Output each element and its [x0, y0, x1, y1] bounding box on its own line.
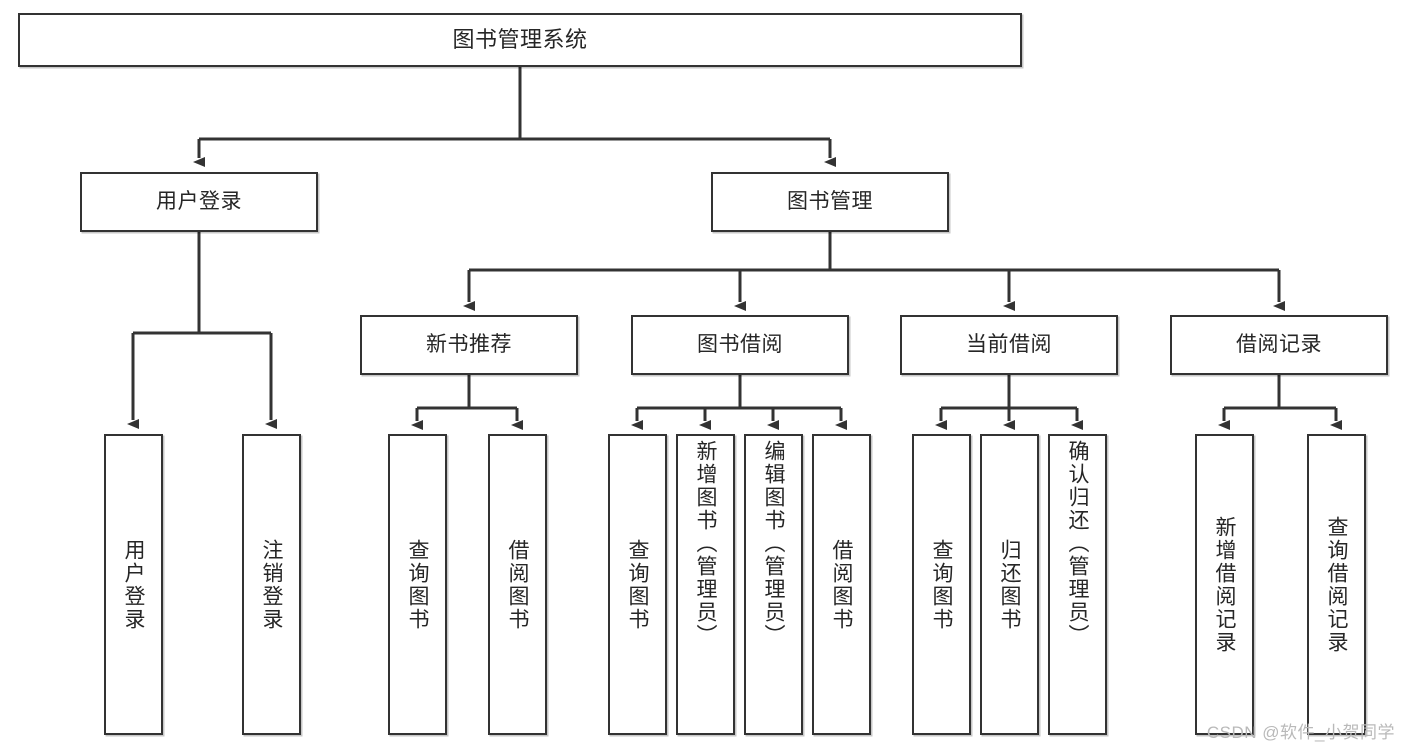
- node-label: 确认归还（管理员）: [1066, 440, 1089, 647]
- node-label: 查询图书: [930, 538, 953, 631]
- node-label: 查询借阅记录: [1325, 515, 1348, 654]
- leaf-user-login[interactable]: 用户登录: [104, 434, 163, 735]
- node-label: 借阅记录: [1236, 332, 1322, 356]
- node-label: 新书推荐: [426, 332, 512, 356]
- node-label: 借阅图书: [506, 538, 529, 631]
- leaf-user-logout[interactable]: 注销登录: [242, 434, 301, 735]
- node-label: 图书借阅: [697, 332, 783, 356]
- node-label: 编辑图书（管理员）: [762, 440, 785, 647]
- leaf-borrow-book-recommend[interactable]: 借阅图书: [488, 434, 547, 735]
- node-label: 查询图书: [406, 538, 429, 631]
- leaf-return-book[interactable]: 归还图书: [980, 434, 1039, 735]
- node-label: 用户登录: [122, 538, 145, 631]
- node-label: 用户登录: [156, 189, 242, 213]
- node-label: 图书管理: [787, 189, 873, 213]
- leaf-query-book-recommend[interactable]: 查询图书: [388, 434, 447, 735]
- node-book-management[interactable]: 图书管理: [711, 172, 949, 232]
- node-label: 归还图书: [998, 538, 1021, 631]
- node-new-book-recommend[interactable]: 新书推荐: [360, 315, 578, 375]
- leaf-query-book-current[interactable]: 查询图书: [912, 434, 971, 735]
- leaf-borrow-book[interactable]: 借阅图书: [812, 434, 871, 735]
- leaf-confirm-return-admin[interactable]: 确认归还（管理员）: [1048, 434, 1107, 735]
- leaf-query-book-borrow[interactable]: 查询图书: [608, 434, 667, 735]
- leaf-query-borrow-record[interactable]: 查询借阅记录: [1307, 434, 1366, 735]
- node-book-borrow[interactable]: 图书借阅: [631, 315, 849, 375]
- node-label: 当前借阅: [966, 332, 1052, 356]
- node-label: 新增借阅记录: [1213, 515, 1236, 654]
- leaf-edit-book-admin[interactable]: 编辑图书（管理员）: [744, 434, 803, 735]
- watermark-text: CSDN @软件_小贺同学: [1206, 723, 1395, 742]
- node-label: 图书管理系统: [452, 27, 588, 53]
- node-label: 查询图书: [626, 538, 649, 631]
- node-label: 借阅图书: [830, 538, 853, 631]
- leaf-add-book-admin[interactable]: 新增图书（管理员）: [676, 434, 735, 735]
- node-root-system[interactable]: 图书管理系统: [18, 13, 1022, 67]
- node-user-login[interactable]: 用户登录: [80, 172, 318, 232]
- node-borrow-record[interactable]: 借阅记录: [1170, 315, 1388, 375]
- leaf-add-borrow-record[interactable]: 新增借阅记录: [1195, 434, 1254, 735]
- node-label: 注销登录: [260, 538, 283, 631]
- node-label: 新增图书（管理员）: [694, 440, 717, 647]
- node-current-borrow[interactable]: 当前借阅: [900, 315, 1118, 375]
